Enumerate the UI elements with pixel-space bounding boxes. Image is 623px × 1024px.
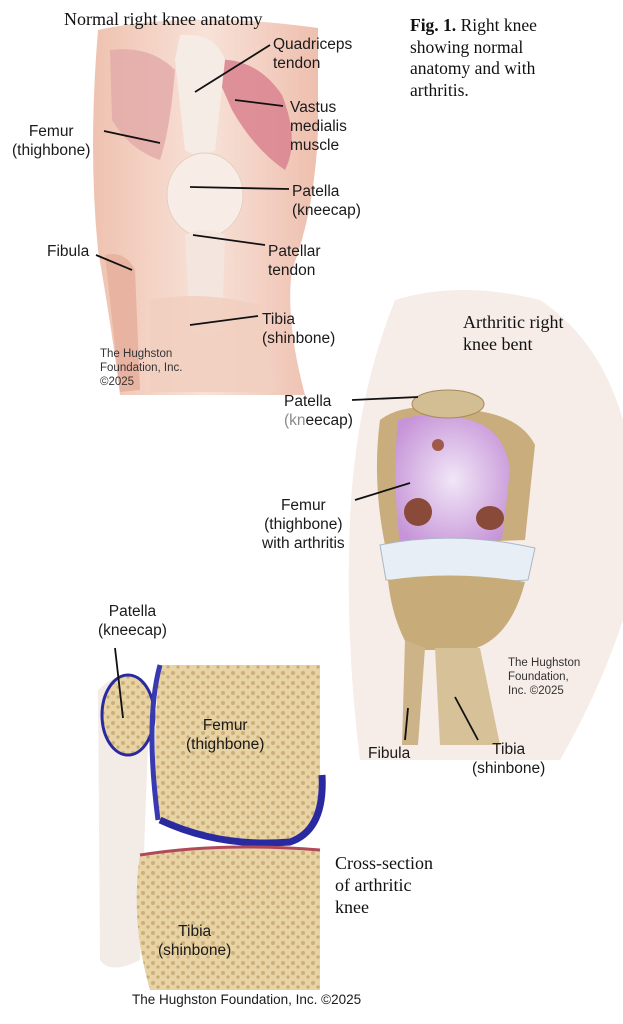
- label-patella-cross-section: Patella(kneecap): [98, 603, 167, 639]
- figure-caption: Fig. 1. Right knee showing normal anatom…: [410, 15, 537, 100]
- normal-knee-title: Normal right knee anatomy: [64, 9, 263, 29]
- label-tibia-normal: Tibia(shinbone): [262, 311, 336, 347]
- label-patella-normal: Patella(kneecap): [292, 183, 361, 219]
- arthritic-knee-illustration: [348, 290, 623, 760]
- label-tibia-cross-section: Tibia(shinbone): [158, 923, 232, 959]
- label-femur-normal: Femur(thighbone): [12, 123, 91, 159]
- label-fibula-normal: Fibula: [47, 243, 90, 260]
- label-tibia-arthritic: Tibia(shinbone): [472, 741, 546, 777]
- cross-section-illustration: [98, 664, 326, 990]
- normal-knee-illustration: [93, 19, 318, 395]
- leader-lines: [95, 44, 479, 741]
- label-femur-cross-section: Femur(thighbone): [186, 717, 265, 753]
- label-patella-arthritic: Patella (kneecap): [284, 393, 353, 429]
- label-fibula-arthritic: Fibula: [368, 745, 411, 762]
- footer-credit: The Hughston Foundation, Inc. ©2025: [132, 992, 362, 1007]
- label-femur-arthritic: Femur(thighbone)with arthritis: [262, 497, 345, 552]
- figure-number: Fig. 1.: [410, 15, 457, 35]
